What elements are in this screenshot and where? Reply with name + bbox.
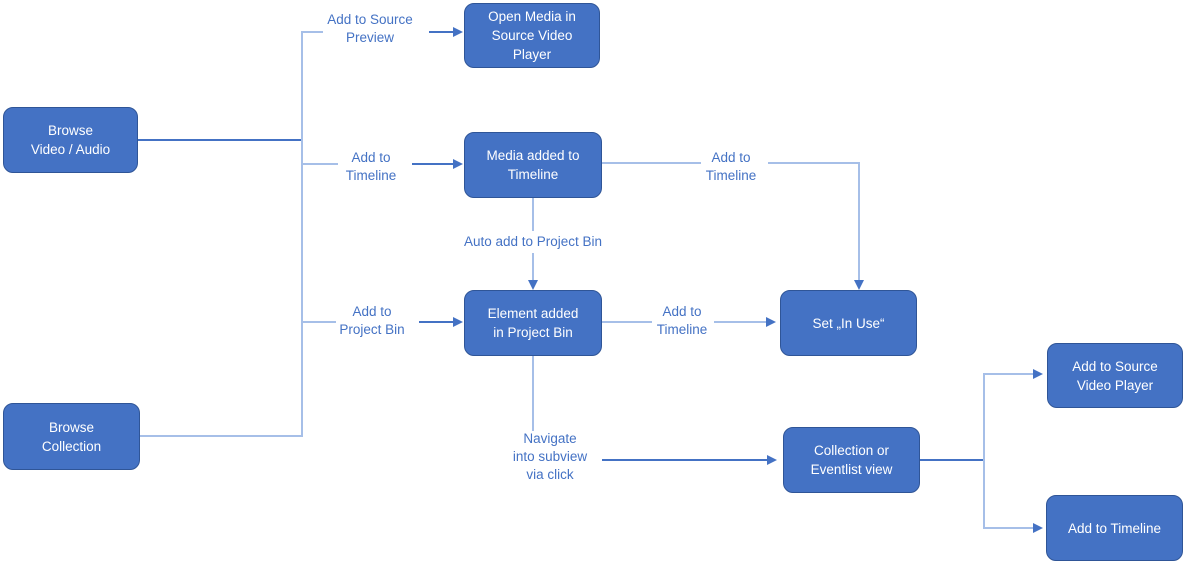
arrowhead-media-added: [453, 159, 463, 169]
edge-label-navigate-into-subview: Navigate into subview via click: [512, 431, 588, 482]
edge-label-add-to-timeline-left: Add to Timeline: [345, 150, 397, 183]
arrowhead-element-added: [453, 317, 463, 327]
connector-to-add-timeline-shaft: [985, 527, 1033, 529]
connector-browse-video-exit: [138, 139, 302, 141]
node-element-added-in-project-bin: Element added in Project Bin: [464, 290, 602, 356]
node-add-to-timeline: Add to Timeline: [1046, 495, 1183, 561]
edge-label-add-to-source-preview: Add to Source Preview: [327, 12, 413, 45]
connector-to-source-player-shaft: [985, 373, 1033, 375]
node-collection-or-eventlist-view: Collection or Eventlist view: [783, 427, 920, 493]
connector-browse-collection-exit: [140, 435, 303, 437]
arrowhead-autoadd: [528, 280, 538, 290]
node-media-added-to-timeline: Media added to Timeline: [464, 132, 602, 198]
edge-label-add-to-timeline-mid: Add to Timeline: [656, 304, 708, 337]
node-browse-collection: Browse Collection: [3, 403, 140, 470]
edge-label-add-to-project-bin: Add to Project Bin: [339, 304, 405, 337]
connector-autoadd-1: [532, 198, 534, 231]
connector-media-to-setinuse-2: [768, 162, 860, 164]
arrowhead-open-media: [453, 27, 463, 37]
arrowhead-collection-view: [767, 455, 777, 465]
node-add-to-source-video-player: Add to Source Video Player: [1047, 343, 1183, 408]
connector-element-down: [532, 356, 534, 431]
connector-row2-stub: [301, 163, 338, 165]
connector-media-to-setinuse-drop: [858, 162, 860, 280]
edge-label-auto-add-to-project-bin: Auto add to Project Bin: [463, 234, 603, 249]
arrowhead-add-source-player: [1033, 369, 1043, 379]
arrowhead-setinuse-top: [854, 280, 864, 290]
node-open-media-in-source-video-player: Open Media in Source Video Player: [464, 3, 600, 68]
connector-autoadd-2: [532, 253, 534, 281]
connector-media-to-setinuse-1: [602, 162, 701, 164]
connector-row3-stub: [301, 321, 336, 323]
connector-row1-stub: [301, 31, 323, 33]
connector-element-to-setinuse-2: [714, 321, 767, 323]
connector-row3-arrow-shaft: [419, 321, 453, 323]
edge-label-add-to-timeline-top-right: Add to Timeline: [705, 150, 757, 183]
connector-split-vertical: [983, 373, 985, 529]
connector-element-to-setinuse-1: [602, 321, 652, 323]
arrowhead-add-timeline: [1033, 523, 1043, 533]
arrowhead-setinuse-left: [766, 317, 776, 327]
connector-collection-exit: [918, 459, 984, 461]
connector-row1-arrow-shaft: [429, 31, 453, 33]
connector-navigate-arrow-shaft: [602, 459, 767, 461]
node-browse-video-audio: Browse Video / Audio: [3, 107, 138, 173]
node-set-in-use: Set „In Use“: [780, 290, 917, 356]
connector-row2-arrow-shaft: [412, 163, 453, 165]
connector-trunk-vertical: [301, 31, 303, 437]
